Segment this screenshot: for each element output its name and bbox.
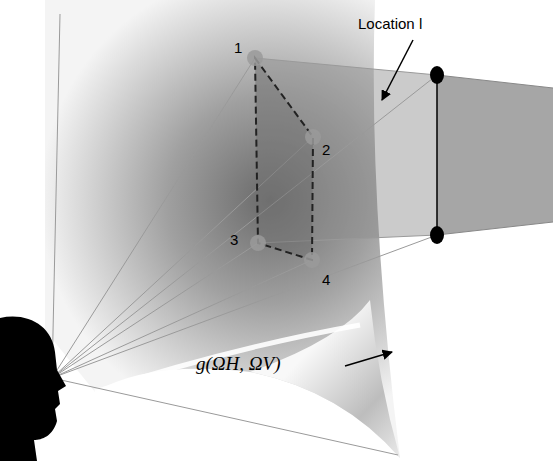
location-dot	[430, 66, 444, 84]
location-dot	[430, 226, 444, 244]
surface-edge	[95, 325, 360, 392]
callout-number: 4	[322, 272, 330, 289]
band-edge	[437, 222, 553, 235]
leader-arrow	[345, 352, 392, 366]
location-label: Location l	[358, 16, 422, 33]
head-silhouette	[0, 317, 66, 461]
callout-number: 2	[322, 142, 330, 159]
leader-arrow	[382, 40, 413, 100]
surface-tail	[250, 300, 400, 458]
sight-lines	[52, 14, 437, 455]
location-band	[437, 75, 553, 235]
location-line	[436, 75, 438, 235]
callout-number: 3	[230, 232, 238, 249]
dashed-region	[255, 58, 313, 260]
surface-function-label: g(ΩH, ΩV)	[196, 354, 280, 375]
corner-points	[247, 50, 321, 268]
callout-number: 1	[234, 40, 242, 57]
band-edge	[437, 75, 553, 88]
